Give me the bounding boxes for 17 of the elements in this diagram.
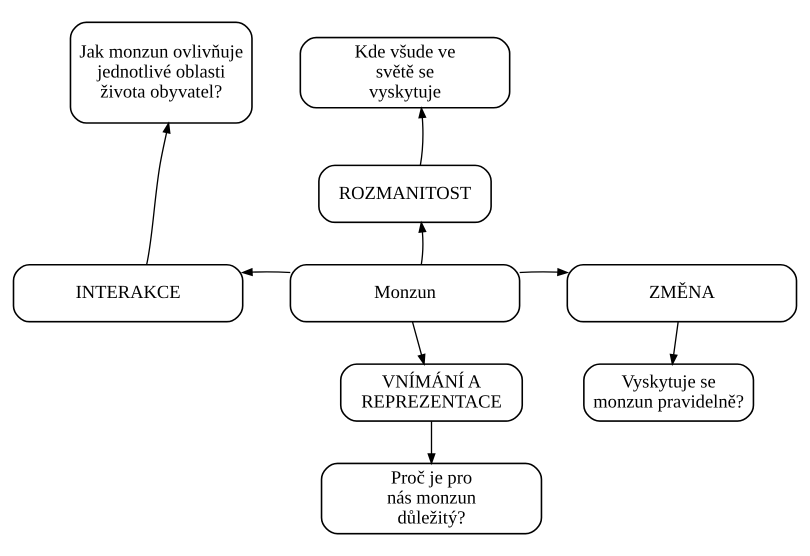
arrow xyxy=(670,322,679,366)
node-box: INTERAKCE xyxy=(12,264,244,323)
node-box: Proč je pro nás monzun důležitý? xyxy=(320,462,542,534)
arrow xyxy=(240,268,290,276)
node-box: Kde všude ve světě se vyskytuje xyxy=(300,36,510,109)
arrow xyxy=(520,268,570,276)
arrow xyxy=(146,121,171,265)
arrow xyxy=(412,322,426,366)
node-box: Vyskytuje se monzun pravidelně? xyxy=(583,363,754,422)
arrow xyxy=(418,106,427,166)
node-box: VNÍMÁNÍ A REPREZENTACE xyxy=(340,363,524,422)
node-box: ROZMANITOST xyxy=(318,164,492,224)
arrow xyxy=(427,422,436,466)
arrow xyxy=(418,220,427,265)
node-box: Jak monzun ovlivňuje jednotlivé oblasti života obyvatel? xyxy=(70,22,253,124)
node-box: ZMĚNA xyxy=(566,264,798,323)
node-box: Monzun xyxy=(290,264,520,323)
